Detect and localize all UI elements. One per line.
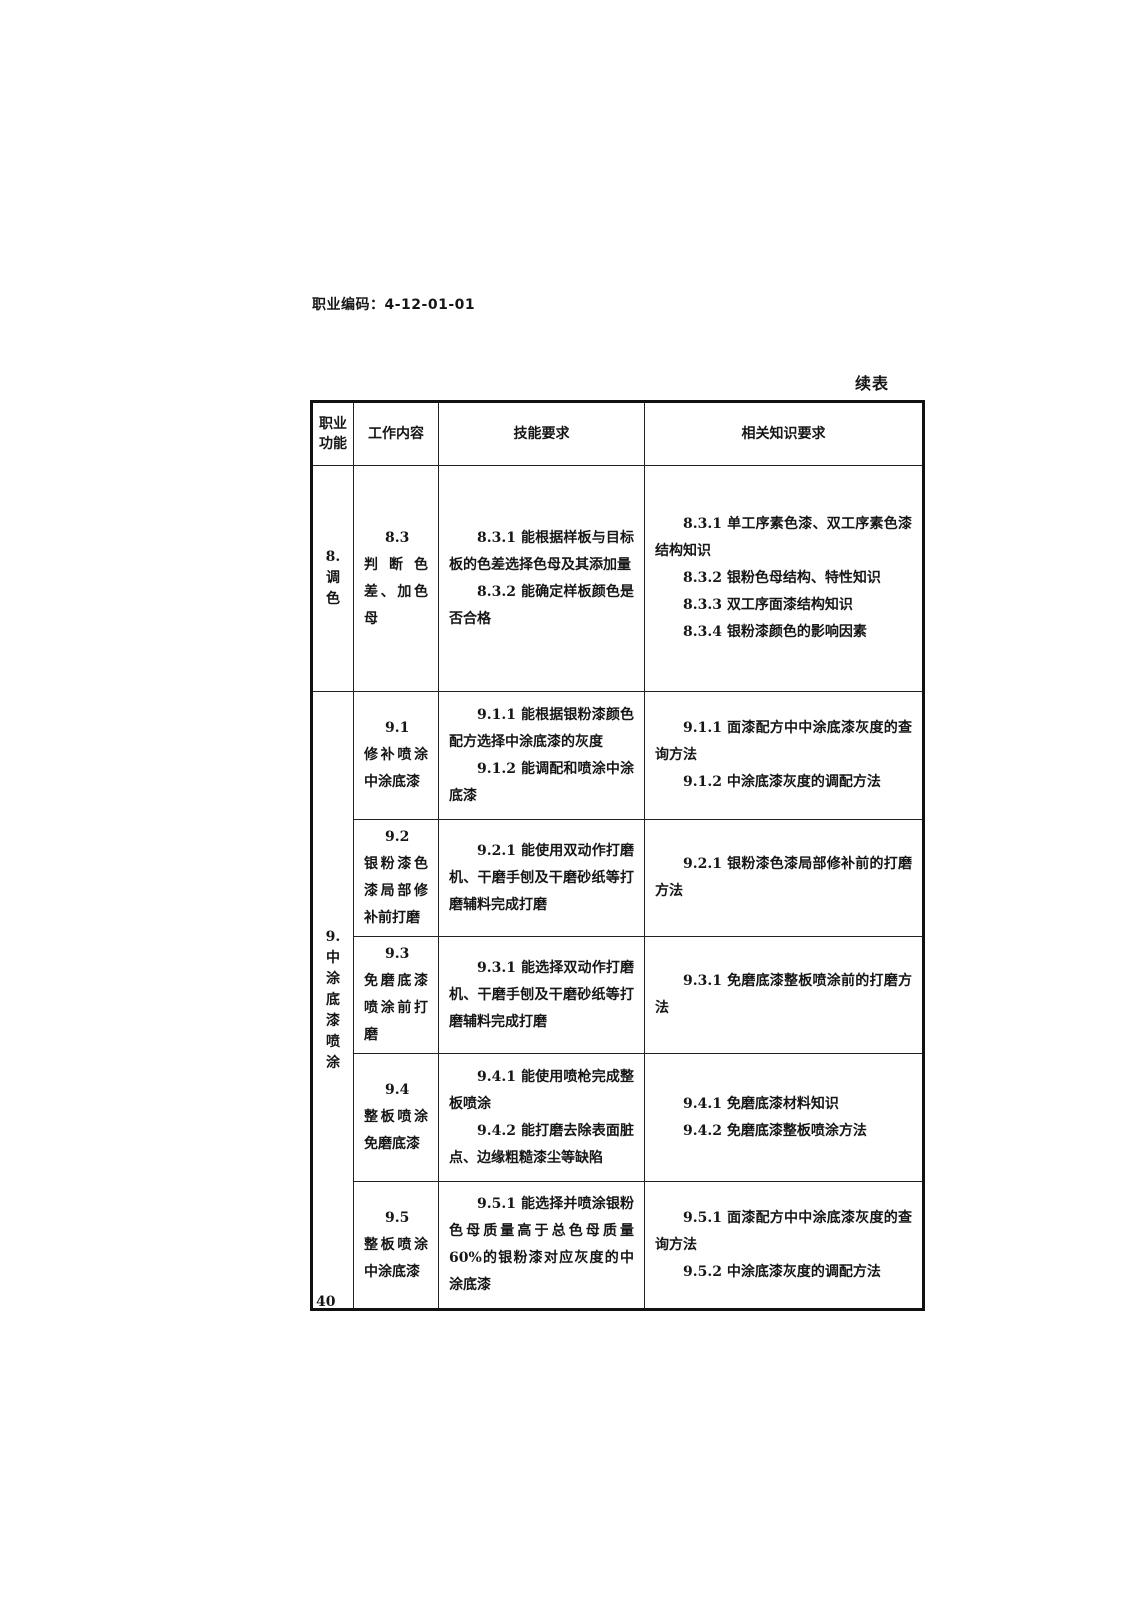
skill-cell: 9.5.1 能选择并喷涂银粉色母质量高于总色母质量60%的银粉漆对应灰度的中涂底… (438, 1181, 645, 1310)
knowledge-cell: 9.5.1 面漆配方中中涂底漆灰度的查询方法 9.5.2 中涂底漆灰度的调配方法 (644, 1181, 924, 1310)
skill-cell: 9.1.1 能根据银粉漆颜色配方选择中涂底漆的灰度 9.1.2 能调配和喷涂中涂… (438, 691, 645, 820)
continued-label: 续表 (855, 374, 890, 393)
knowledge-item: 8.3.4 银粉漆颜色的影响因素 (683, 624, 867, 640)
work-cell: 9.5 整板喷涂中涂底漆 (353, 1181, 439, 1310)
table-row: 9.3 免磨底漆喷涂前打磨 9.3.1 能选择双动作打磨机、干磨手刨及干磨砂纸等… (312, 936, 924, 1054)
header-skill: 技能要求 (438, 401, 645, 466)
knowledge-cell: 9.3.1 免磨底漆整板喷涂前的打磨方法 (644, 936, 924, 1054)
header-work: 工作内容 (353, 401, 439, 466)
table-row: 9.4 整板喷涂免磨底漆 9.4.1 能使用喷枪完成整板喷涂 9.4.2 能打磨… (312, 1053, 924, 1182)
knowledge-item: 9.4.1 免磨底漆材料知识 (683, 1095, 839, 1112)
knowledge-item: 9.4.2 免磨底漆整板喷涂方法 (683, 1122, 867, 1139)
skill-item: 9.4.2 能打磨去除表面脏点、边缘粗糙漆尘等缺陷 (449, 1122, 634, 1166)
work-cell: 8.3 判断色差、加色母 (353, 465, 439, 692)
skill-item: 9.4.1 能使用喷枪完成整板喷涂 (449, 1068, 634, 1112)
work-label: 8.3 判断色差、加色母 (364, 529, 428, 627)
function-cell: 9.中涂底漆喷涂 (311, 691, 354, 1310)
work-label: 9.3 免磨底漆喷涂前打磨 (364, 946, 428, 1043)
knowledge-cell: 9.1.1 面漆配方中中涂底漆灰度的查询方法 9.1.2 中涂底漆灰度的调配方法 (644, 691, 924, 820)
knowledge-item: 9.5.1 面漆配方中中涂底漆灰度的查询方法 (655, 1209, 912, 1253)
header-function: 职业功能 (311, 401, 354, 466)
work-label: 9.5 整板喷涂中涂底漆 (364, 1209, 428, 1280)
skill-cell: 9.2.1 能使用双动作打磨机、干磨手刨及干磨砂纸等打磨辅料完成打磨 (438, 819, 645, 937)
table-header-row: 职业功能 工作内容 技能要求 相关知识要求 (311, 401, 924, 466)
skill-cell: 8.3.1 能根据样板与目标板的色差选择色母及其添加量 8.3.2 能确定样板颜… (438, 465, 645, 692)
skill-item: 9.2.1 能使用双动作打磨机、干磨手刨及干磨砂纸等打磨辅料完成打磨 (449, 842, 634, 913)
knowledge-cell: 9.2.1 银粉漆色漆局部修补前的打磨方法 (644, 819, 924, 937)
work-cell: 9.4 整板喷涂免磨底漆 (353, 1053, 439, 1182)
standards-table: 职业功能 工作内容 技能要求 相关知识要求 8.调色 8.3 判断色差、加色母 … (310, 400, 925, 1311)
knowledge-item: 9.1.2 中涂底漆灰度的调配方法 (683, 774, 881, 790)
function-cell: 8.调色 (311, 465, 354, 692)
page-number: 40 (316, 1294, 336, 1310)
work-label: 9.4 整板喷涂免磨底漆 (364, 1082, 428, 1152)
table-row: 9.5 整板喷涂中涂底漆 9.5.1 能选择并喷涂银粉色母质量高于总色母质量60… (312, 1181, 924, 1310)
table-row: 9.2 银粉漆色漆局部修补前打磨 9.2.1 能使用双动作打磨机、干磨手刨及干磨… (312, 819, 924, 937)
work-cell: 9.1 修补喷涂中涂底漆 (353, 691, 439, 820)
skill-cell: 9.4.1 能使用喷枪完成整板喷涂 9.4.2 能打磨去除表面脏点、边缘粗糙漆尘… (438, 1053, 645, 1182)
skill-item: 9.3.1 能选择双动作打磨机、干磨手刨及干磨砂纸等打磨辅料完成打磨 (449, 959, 634, 1030)
skill-item: 8.3.2 能确定样板颜色是否合格 (449, 583, 634, 627)
knowledge-cell: 9.4.1 免磨底漆材料知识 9.4.2 免磨底漆整板喷涂方法 (644, 1053, 924, 1182)
knowledge-item: 8.3.3 双工序面漆结构知识 (683, 597, 853, 613)
knowledge-item: 8.3.1 单工序素色漆、双工序素色漆结构知识 (655, 516, 912, 559)
knowledge-item: 9.5.2 中涂底漆灰度的调配方法 (683, 1263, 881, 1280)
knowledge-item: 9.2.1 银粉漆色漆局部修补前的打磨方法 (655, 856, 912, 899)
knowledge-cell: 8.3.1 单工序素色漆、双工序素色漆结构知识 8.3.2 银粉色母结构、特性知… (644, 465, 924, 692)
knowledge-item: 8.3.2 银粉色母结构、特性知识 (683, 570, 881, 586)
knowledge-item: 9.3.1 免磨底漆整板喷涂前的打磨方法 (655, 973, 912, 1016)
function-label: 9.中涂底漆喷涂 (325, 928, 341, 1071)
occupation-code: 职业编码：4-12-01-01 (312, 297, 476, 313)
function-label: 8.调色 (325, 549, 341, 607)
table-row: 9.中涂底漆喷涂 9.1 修补喷涂中涂底漆 9.1.1 能根据银粉漆颜色配方选择… (311, 691, 924, 1310)
table-row: 8.调色 8.3 判断色差、加色母 8.3.1 能根据样板与目标板的色差选择色母… (311, 465, 924, 692)
skill-cell: 9.3.1 能选择双动作打磨机、干磨手刨及干磨砂纸等打磨辅料完成打磨 (438, 936, 645, 1054)
header-knowledge: 相关知识要求 (644, 401, 924, 466)
skill-item: 9.1.2 能调配和喷涂中涂底漆 (449, 760, 634, 804)
work-label: 9.1 修补喷涂中涂底漆 (364, 720, 428, 790)
work-label: 9.2 银粉漆色漆局部修补前打磨 (364, 829, 428, 926)
work-cell: 9.2 银粉漆色漆局部修补前打磨 (353, 819, 439, 937)
skill-item: 9.1.1 能根据银粉漆颜色配方选择中涂底漆的灰度 (449, 706, 634, 750)
skill-item: 8.3.1 能根据样板与目标板的色差选择色母及其添加量 (449, 529, 634, 573)
knowledge-item: 9.1.1 面漆配方中中涂底漆灰度的查询方法 (655, 720, 912, 763)
skill-item: 9.5.1 能选择并喷涂银粉色母质量高于总色母质量60%的银粉漆对应灰度的中涂底… (449, 1196, 634, 1293)
work-cell: 9.3 免磨底漆喷涂前打磨 (353, 936, 439, 1054)
